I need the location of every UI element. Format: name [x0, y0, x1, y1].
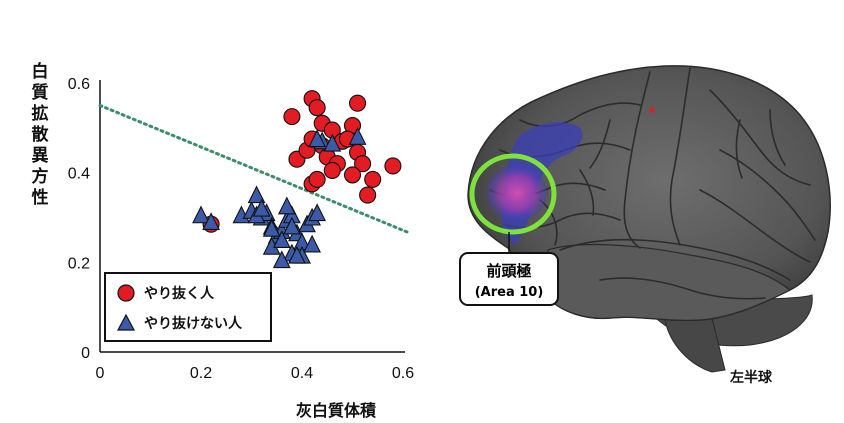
legend-circle-marker — [117, 284, 135, 302]
data-point-triangle — [272, 250, 291, 269]
data-point-triangle — [283, 216, 301, 235]
x-axis-label: 灰白質体積 — [296, 401, 377, 420]
region-label: 前頭極 — [486, 262, 532, 280]
data-point-triangle — [323, 133, 342, 152]
data-point-circle — [323, 161, 341, 179]
data-point-circle — [308, 170, 326, 188]
y-tick-label: 0.6 — [68, 76, 90, 93]
trend-line — [98, 103, 412, 235]
x-tick-label: 0.2 — [190, 365, 212, 382]
data-point-triangle — [308, 203, 327, 222]
data-point-triangle — [348, 127, 367, 145]
legend-item-blue: やり抜けない人 — [116, 313, 242, 333]
data-point-circle — [343, 166, 362, 184]
legend-label-red: やり抜く人 — [144, 286, 214, 302]
legend: やり抜く人 やり抜けない人 — [104, 272, 272, 342]
x-tick-label: 0.6 — [392, 365, 414, 382]
y-tick-label: 0.2 — [68, 255, 90, 272]
y-tick-label: 0.4 — [68, 166, 90, 183]
data-point-circle — [348, 94, 367, 112]
data-point-triangle — [308, 129, 327, 148]
activation-magenta — [487, 165, 547, 221]
legend-item-red: やり抜く人 — [116, 283, 214, 303]
data-point-circle — [354, 155, 372, 173]
data-point-triangle — [192, 205, 210, 224]
data-point-triangle — [252, 198, 271, 217]
brain-image — [467, 65, 831, 373]
activation-spot — [649, 107, 655, 113]
legend-label-blue: やり抜けない人 — [144, 316, 242, 332]
data-point-triangle — [202, 212, 220, 231]
x-tick-label: 0.4 — [291, 365, 313, 382]
y-tick-label: 0 — [81, 345, 90, 362]
y-axis-label: 白質拡散異方性 — [31, 62, 49, 208]
data-point-triangle — [288, 245, 306, 264]
region-sublabel: (Area 10) — [474, 285, 544, 300]
data-point-triangle — [272, 230, 291, 248]
hemisphere-label: 左半球 — [730, 370, 772, 386]
legend-triangle-marker — [117, 313, 135, 331]
temporal-lobe — [547, 243, 792, 321]
data-point-triangle — [247, 185, 266, 204]
scatter-plot: 0 0.2 0.4 0.6 0 0.2 0.4 0.6 — [68, 76, 414, 382]
data-point-circle — [308, 99, 326, 117]
data-point-triangle — [277, 196, 296, 215]
data-point-circle — [283, 108, 301, 126]
region-callout: 前頭極 (Area 10) — [459, 252, 559, 306]
data-point-circle — [384, 157, 402, 175]
x-tick-label: 0 — [96, 365, 105, 382]
brainstem — [664, 317, 726, 373]
region-highlight-circle — [469, 153, 557, 235]
data-point-circle — [359, 186, 377, 204]
data-point-triangle — [303, 234, 321, 253]
data-point-circle — [364, 170, 382, 188]
data-point-triangle — [262, 218, 281, 237]
